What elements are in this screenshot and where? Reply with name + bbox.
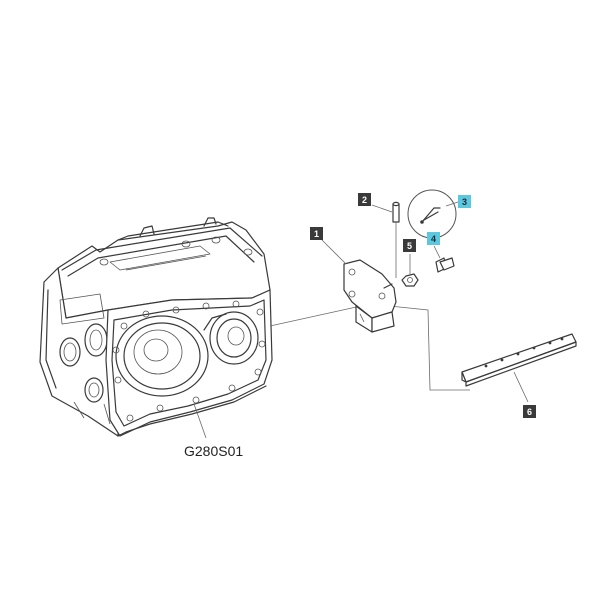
callout-1-leader <box>321 239 347 265</box>
assembly-leader-line <box>269 303 470 391</box>
callout-6: 6 <box>523 405 536 418</box>
callout-3: 3 <box>458 195 471 208</box>
callout-3-leader <box>445 201 459 207</box>
callout-1-label: 1 <box>314 229 319 239</box>
callout-6-label: 6 <box>527 407 532 417</box>
bolt-part <box>433 245 455 273</box>
callout-1: 1 <box>310 227 323 240</box>
transmission-housing <box>39 217 273 437</box>
spring-clip-part <box>407 189 457 239</box>
callout-3-label: 3 <box>462 197 467 207</box>
reference-leader-line <box>193 403 207 439</box>
callout-4: 4 <box>427 232 440 245</box>
callout-5: 5 <box>403 239 416 252</box>
callout-5-label: 5 <box>407 241 412 251</box>
pin-part <box>392 201 400 278</box>
callout-2-leader <box>371 204 393 213</box>
callout-4-label: 4 <box>431 234 436 244</box>
reference-code: G280S01 <box>184 443 243 459</box>
nut-part <box>401 254 419 287</box>
callout-2: 2 <box>358 193 371 206</box>
callout-2-label: 2 <box>362 195 367 205</box>
drawbar-part <box>461 333 577 403</box>
bracket-part <box>343 259 397 333</box>
